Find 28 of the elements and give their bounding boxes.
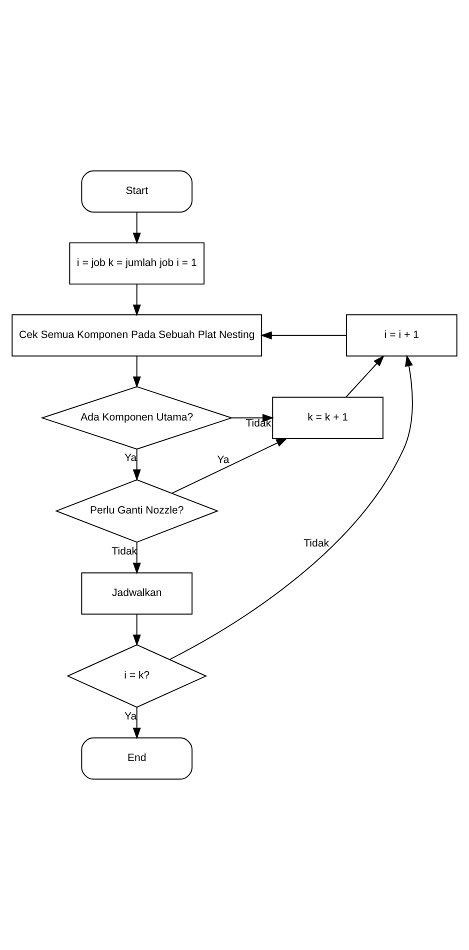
arrow: [132, 448, 141, 481]
arrow: [132, 284, 141, 316]
edge-label: Ya: [124, 710, 137, 722]
arrow: [132, 706, 141, 740]
arrow: [231, 414, 274, 422]
arrow: [132, 212, 141, 244]
node-diamond: i = k?: [66, 644, 208, 708]
arrow: [172, 438, 288, 494]
edge-label: Tidak: [246, 417, 272, 430]
edge-label: Ya: [217, 454, 230, 466]
edge-label: Tidak: [304, 538, 330, 550]
node-diamond: Perlu Ganti Nozzle?: [55, 479, 219, 543]
arrow: [132, 542, 141, 574]
edge-label: Ya: [124, 452, 137, 464]
edge-label: Tidak: [112, 545, 138, 558]
node-box: k = k + 1: [272, 396, 384, 440]
node-box: End: [81, 737, 193, 780]
arrow: [260, 331, 347, 340]
node-box: Jadwalkan: [81, 572, 193, 615]
arrow: [169, 354, 413, 660]
node-box: i = job k = jumlah job i = 1: [69, 242, 205, 285]
node-box: i = i + 1: [346, 314, 458, 356]
node-box: Start: [81, 170, 193, 213]
arrow: [132, 356, 141, 388]
node-diamond: Ada Komponen Utama?: [40, 386, 234, 450]
node-box: Cek Semua Komponen Pada Sebuah Plat Nesting: [12, 314, 262, 356]
arrow: [345, 355, 384, 398]
arrow: [132, 614, 141, 646]
